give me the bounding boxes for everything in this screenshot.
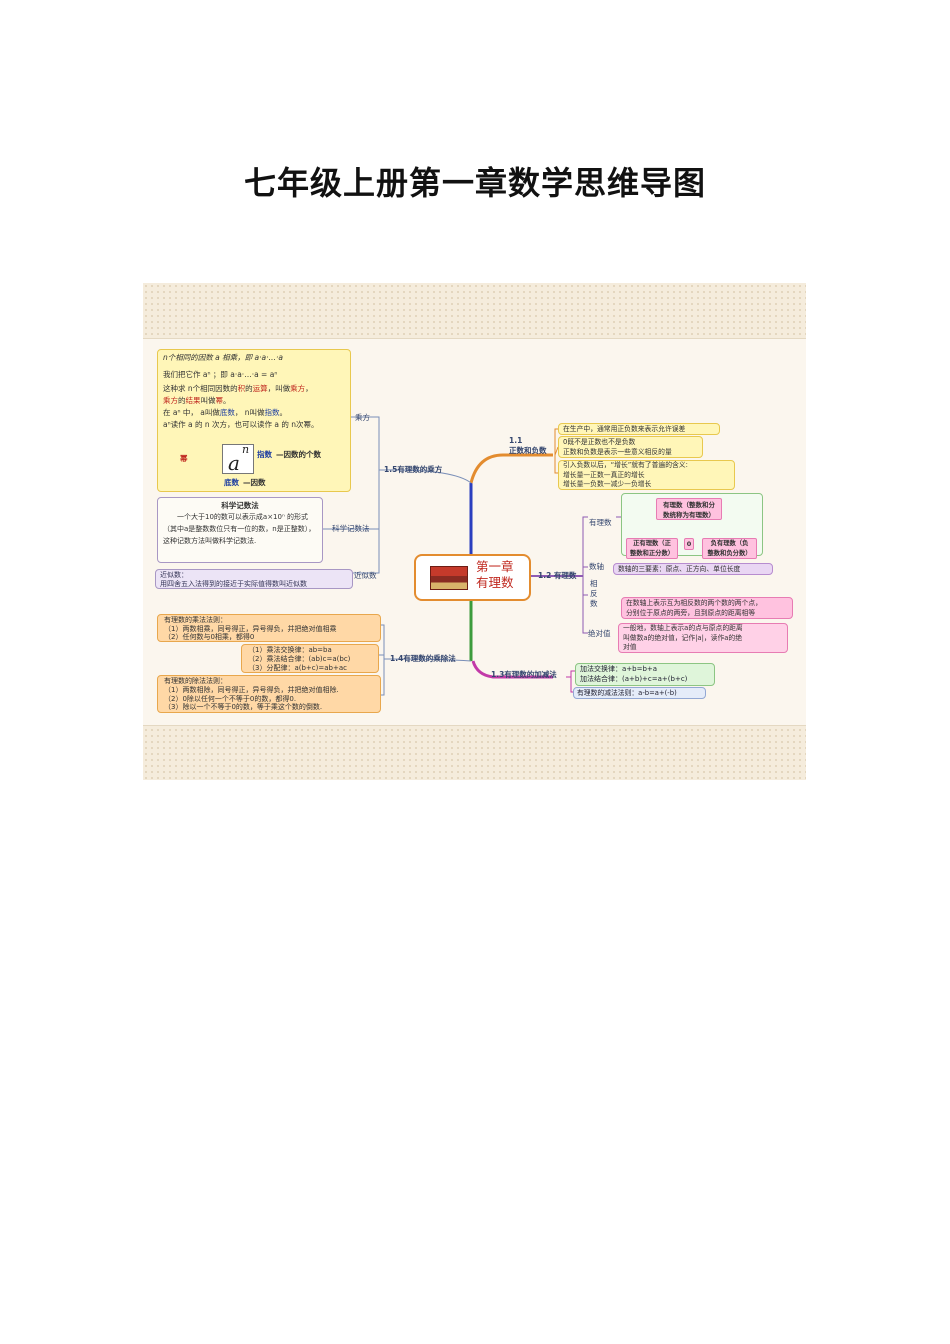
subtraction-rule-box: 有理数的减法法则：a-b=a+(-b) — [573, 687, 706, 699]
rational-root-node: 有理数（整数和分 数统称为有理数） — [656, 498, 722, 520]
power-line-5: 在 aⁿ 中， a叫做底数， n叫做指数。 — [163, 408, 287, 417]
scientific-notation-box: 科学记数法 一个大于10的数可以表示成a×10ⁿ 的形式（其中a是整数数位只有一… — [157, 497, 323, 563]
base-desc: —因数 — [243, 478, 266, 487]
error-tolerance-box: 在生产中，通常用正负数来表示允许误差 — [558, 423, 720, 435]
branch-1-3-label: 1.3有理数的加减法 — [491, 670, 557, 679]
power-line-1: n个相同的因数 a 相乘，即 a·a·…·a — [163, 353, 283, 362]
sub-node-approx: 近似数 — [354, 571, 377, 580]
positive-rational-node: 正有理数（正 整数和正分数） — [626, 538, 678, 559]
opposite-number-box: 在数轴上表示互为相反数的两个数的两个点， 分别位于原点的两旁，且到原点的距离相等 — [621, 597, 793, 619]
zero-node: 0 — [684, 538, 694, 550]
branch-1-4-label: 1.4有理数的乘除法 — [390, 654, 456, 663]
number-line-box: 数轴的三要素：原点、正方向、单位长度 — [613, 563, 773, 575]
branch-1-2-label: 1.2 有理数 — [538, 571, 577, 580]
power-line-2: 我们把它作 aⁿ ；即 a·a·…·a = aⁿ — [163, 370, 278, 379]
sub-node-absolute: 绝对值 — [588, 629, 611, 638]
power-line-4: 乘方的结果叫做幂。 — [163, 396, 231, 405]
branch-1-3-line — [471, 660, 553, 679]
pos-neg-def-box: 0既不是正数也不是负数 正数和负数是表示一些意义相反的量 — [558, 436, 703, 458]
central-topic-node: 第一章 有理数 — [414, 554, 531, 601]
sub-node-power: 乘方 — [355, 413, 370, 422]
negative-rational-node: 负有理数（负 整数和负分数） — [702, 538, 757, 559]
sub-node-opposite: 相 反 数 — [590, 579, 598, 608]
rational-classification-box: 有理数（整数和分 数统称为有理数） 正有理数（正 整数和正分数） 0 负有理数（… — [621, 493, 763, 559]
addition-laws-box: 加法交换律：a+b=b+a 加法结合律：(a+b)+c=a+(b+c) — [575, 663, 715, 686]
sub-node-rational: 有理数 — [589, 518, 612, 527]
mul-rule-line-2: （1）两数相乘，同号得正，异号得负，并把绝对值相乘 — [164, 624, 337, 633]
absolute-value-box: 一般地，数轴上表示a的点与原点的距离 叫做数a的绝对值，记作|a|，读作a的绝 … — [618, 623, 788, 653]
multiplication-laws-box: （1）乘法交换律：ab=ba （2）乘法结合律：(ab)c=a(bc) （3）分… — [241, 644, 379, 673]
tiananmen-picture — [430, 566, 468, 590]
exponent-label: 指数 — [257, 450, 272, 459]
div-rule-line-3: （2）0除以任何一个不等于0的数，都得0. — [164, 694, 297, 703]
branch-1-1-line — [469, 453, 553, 484]
power-label: 幂 — [180, 454, 188, 463]
division-rule-box: 有理数的除法法则： （1）两数相除，同号得正，异号得负，并把绝对值相除. （2）… — [157, 675, 381, 713]
branch-1-5-label: 1.5有理数的乘方 — [384, 465, 443, 474]
connector-lines — [323, 416, 716, 696]
base-symbol: a — [228, 451, 240, 475]
central-topic-text: 第一章 有理数 — [476, 559, 514, 590]
div-rule-line-4: （3）除以一个不等于0的数，等于乘这个数的倒数. — [164, 703, 323, 712]
div-rule-line-1: 有理数的除法法则： — [164, 677, 227, 685]
branch-1-1-label: 1.1 正数和负数 — [509, 436, 547, 455]
mul-rule-line-3: （2）任何数与0相乘，都得0 — [164, 633, 255, 641]
power-line-6: aⁿ读作 a 的 n 次方，也可以读作 a 的 n次幂。 — [163, 420, 319, 429]
approx-title: 近似数： — [160, 571, 188, 579]
approx-text: 用四舍五入法得到的接近于实际值得数叫近似数 — [160, 579, 307, 588]
power-notation-frame: a n — [222, 443, 254, 475]
div-rule-line-2: （1）两数相除，同号得正，异号得负，并把绝对值相除. — [164, 685, 339, 694]
exponent-desc: —因数的个数 — [276, 450, 321, 459]
growth-meaning-box: 引入负数以后，“增长”就有了普遍的含义: 增长量—正数—真正的增长 增长量—负数… — [558, 460, 735, 490]
power-line-3: 这种求 n个相同因数的积的运算，叫做乘方， — [163, 384, 313, 393]
mul-law-3: （3）分配律：a(b+c)=ab+ac — [248, 664, 347, 672]
mul-law-1: （1）乘法交换律：ab=ba — [248, 646, 332, 654]
mul-rule-line-1: 有理数的乘法法则： — [164, 616, 227, 624]
document-title: 七年级上册第一章数学思维导图 — [243, 164, 706, 202]
exponent-symbol: n — [242, 443, 250, 456]
sub-node-number-line: 数轴 — [589, 562, 604, 571]
scientific-notation-title: 科学记数法 — [221, 501, 259, 510]
mul-law-2: （2）乘法结合律：(ab)c=a(bc) — [248, 655, 351, 663]
power-definition-box: n个相同的因数 a 相乘，即 a·a·…·a 我们把它作 aⁿ ；即 a·a·…… — [157, 349, 351, 492]
scientific-notation-text: 一个大于10的数可以表示成a×10ⁿ 的形式（其中a是整数数位只有一位的数，n是… — [163, 513, 316, 545]
mind-map-image: n个相同的因数 a 相乘，即 a·a·…·a 我们把它作 aⁿ ；即 a·a·…… — [143, 283, 806, 780]
sub-node-sci-notation: 科学记数法 — [332, 524, 370, 533]
approx-number-box: 近似数： 用四舍五入法得到的接近于实际值得数叫近似数 — [155, 569, 353, 589]
multiplication-rule-box: 有理数的乘法法则： （1）两数相乘，同号得正，异号得负，并把绝对值相乘 （2）任… — [157, 614, 381, 642]
base-label: 底数 — [224, 478, 239, 487]
